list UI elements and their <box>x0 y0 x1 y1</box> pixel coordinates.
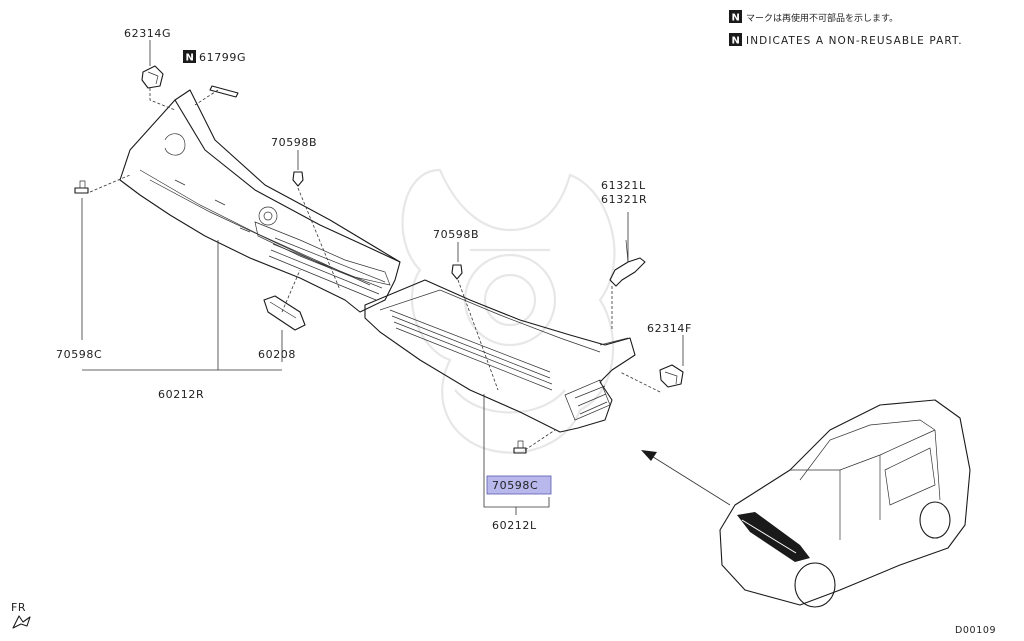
non-reusable-badge-en: N <box>729 33 742 47</box>
note-japanese: マークは再使用不可部品を示します。 <box>746 12 898 24</box>
label-62314F[interactable]: 62314F <box>647 322 692 335</box>
label-60212R[interactable]: 60212R <box>158 388 204 401</box>
svg-text:N: N <box>732 13 740 24</box>
pin-61799G[interactable] <box>209 85 239 98</box>
label-61321R[interactable]: 61321R <box>601 193 647 206</box>
label-60212L[interactable]: 60212L <box>492 519 537 532</box>
part-labels: 62314G N 61799G 70598B 70598B 70598C 602… <box>56 27 692 532</box>
watermark-emblem <box>401 168 616 454</box>
non-reusable-badge-61799G: N <box>183 50 196 64</box>
label-60208[interactable]: 60208 <box>258 348 296 361</box>
clip-70598B-left[interactable] <box>292 171 304 187</box>
seal-62314G[interactable] <box>141 65 164 89</box>
diagram-code: D00109 <box>955 625 996 636</box>
bracket-60208[interactable] <box>263 295 306 331</box>
clip-70598C-right[interactable] <box>513 440 527 454</box>
non-reusable-badge-jp: N <box>729 10 742 24</box>
vent-grille-right <box>389 309 553 391</box>
label-61321L[interactable]: 61321L <box>601 179 646 192</box>
vehicle-locator <box>641 399 971 608</box>
seal-62314F[interactable] <box>659 364 684 388</box>
label-70598C-highlight[interactable]: 70598C <box>492 479 538 492</box>
cowl-panel-left-60212L[interactable] <box>364 279 636 433</box>
label-61799G[interactable]: 61799G <box>199 51 246 64</box>
orientation-indicator: FR <box>11 601 31 629</box>
orientation-label: FR <box>11 601 26 614</box>
label-62314G[interactable]: 62314G <box>124 27 171 40</box>
highlight-70598C <box>486 475 552 495</box>
leader-lines <box>81 40 684 515</box>
clip-70598B-right[interactable] <box>451 264 463 280</box>
note-english: INDICATES A NON-REUSABLE PART. <box>746 35 963 47</box>
label-70598C-left[interactable]: 70598C <box>56 348 102 361</box>
vent-grille-left <box>268 237 386 301</box>
svg-text:N: N <box>186 53 194 64</box>
clip-70598C-left[interactable] <box>74 180 89 194</box>
svg-text:N: N <box>732 36 740 47</box>
label-70598B-right[interactable]: 70598B <box>433 228 479 241</box>
label-70598B-left[interactable]: 70598B <box>271 136 317 149</box>
front-arrow-icon <box>12 615 31 629</box>
legend-notes: N マークは再使用不可部品を示します。 N INDICATES A NON-RE… <box>729 10 963 47</box>
cowl-panel-right-60212R[interactable] <box>119 89 401 313</box>
